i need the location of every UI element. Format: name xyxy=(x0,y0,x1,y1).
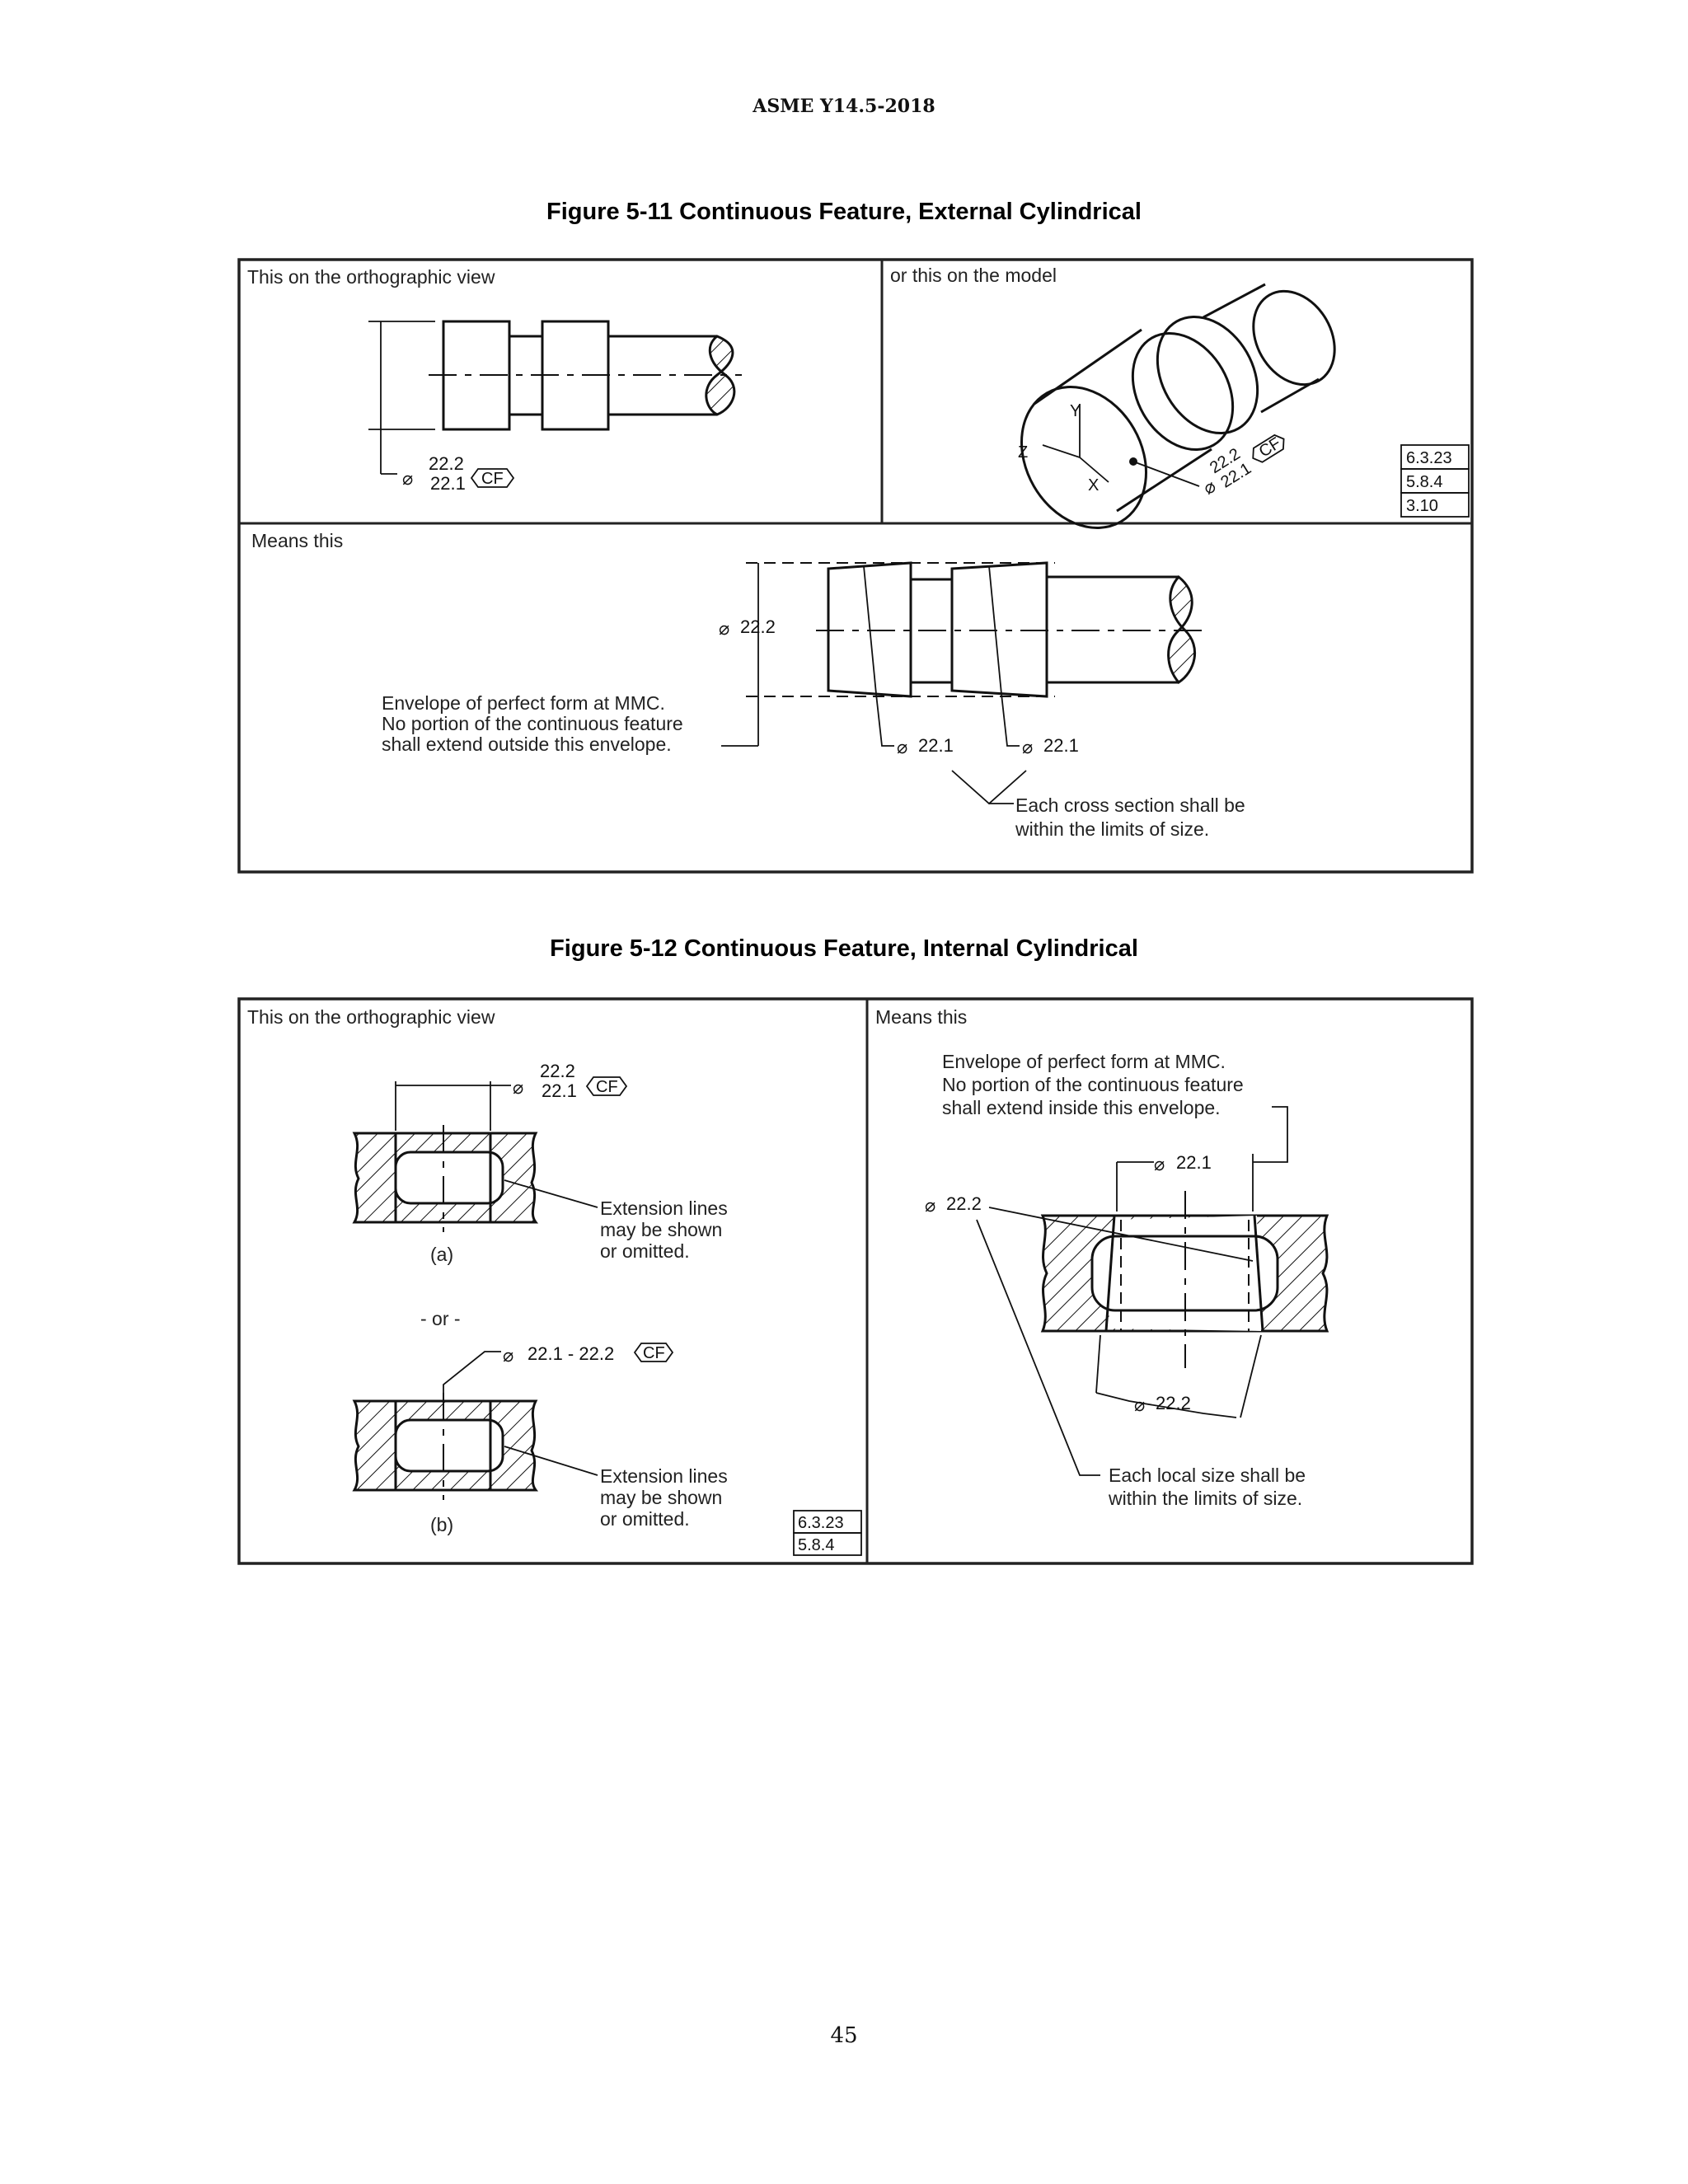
orthographic-view-label: This on the orthographic view xyxy=(247,266,495,288)
envelope-diameter-symbol: ⌀ xyxy=(719,618,729,639)
local-size-note-line-1: Each local size shall be xyxy=(1109,1465,1306,1486)
envelope-dim: 22.1 xyxy=(1176,1152,1212,1173)
axis-x-label: X xyxy=(1088,476,1099,494)
envelope-note-line-1: Envelope of perfect form at MMC. xyxy=(382,692,665,714)
envelope-dim: 22.2 xyxy=(740,616,776,637)
figure-5-12-refs: 6.3.23 5.8.4 xyxy=(793,1510,862,1556)
cf-symbol-a: CF xyxy=(585,1076,628,1096)
internal-hole-interpretation xyxy=(976,1106,1329,1476)
extension-note-b-line-3: or omitted. xyxy=(600,1508,690,1530)
svg-text:5.8.4: 5.8.4 xyxy=(1406,473,1442,491)
local-size-note-line-2: within the limits of size. xyxy=(1108,1488,1302,1509)
dim-upper-a: 22.2 xyxy=(540,1061,575,1081)
internal-hole-section-a xyxy=(352,1081,598,1232)
figure-5-12: This on the orthographic view Means this… xyxy=(237,997,1474,1565)
local-dim-bottom: 22.2 xyxy=(1156,1393,1191,1413)
caption-b: (b) xyxy=(430,1514,453,1535)
envelope-note-line-3: shall extend outside this envelope. xyxy=(382,733,672,755)
svg-text:CF: CF xyxy=(643,1344,665,1362)
or-separator: - or - xyxy=(420,1308,461,1329)
caption-a: (a) xyxy=(430,1244,453,1265)
figure-5-11: This on the orthographic view or this on… xyxy=(237,258,1474,874)
dim-lower: 22.1 xyxy=(430,473,466,494)
model-view-label: or this on the model xyxy=(890,265,1057,286)
envelope-note-line-3: shall extend inside this envelope. xyxy=(942,1097,1221,1118)
extension-note-b-line-2: may be shown xyxy=(600,1487,722,1508)
external-shaft-model xyxy=(1020,283,1336,529)
extension-note-a-line-3: or omitted. xyxy=(600,1240,690,1262)
figure-5-12-title: Figure 5-12 Continuous Feature, Internal… xyxy=(550,935,1138,962)
cross-section-note-line-2: within the limits of size. xyxy=(1015,818,1209,840)
svg-text:6.3.23: 6.3.23 xyxy=(1406,449,1452,467)
section-dim-left: 22.1 xyxy=(918,735,954,756)
section-diameter-symbol-right: ⌀ xyxy=(1022,737,1033,757)
cf-symbol: CF xyxy=(470,468,515,488)
figure-5-11-title: Figure 5-11 Continuous Feature, External… xyxy=(546,199,1142,225)
svg-text:6.3.23: 6.3.23 xyxy=(798,1514,844,1532)
local-diameter-symbol-bottom: ⌀ xyxy=(1134,1394,1145,1415)
means-this-label: Means this xyxy=(251,530,343,551)
document-header: ASME Y14.5-2018 xyxy=(753,96,935,117)
cf-symbol-b: CF xyxy=(633,1343,674,1362)
figure-5-12-frame xyxy=(237,997,1474,1565)
svg-text:5.8.4: 5.8.4 xyxy=(798,1536,834,1554)
diameter-symbol-b: ⌀ xyxy=(503,1345,513,1366)
diameter-symbol: ⌀ xyxy=(402,468,413,489)
svg-text:⌀: ⌀ xyxy=(1199,476,1219,499)
envelope-note-line-2: No portion of the continuous feature xyxy=(382,713,683,734)
axis-z-label: Z xyxy=(1018,443,1028,462)
section-dim-right: 22.1 xyxy=(1043,735,1079,756)
means-this-label: Means this xyxy=(875,1006,967,1028)
internal-hole-section-b xyxy=(352,1351,598,1500)
dim-lower-a: 22.1 xyxy=(542,1080,577,1101)
external-shaft-interpretation xyxy=(721,561,1203,805)
svg-text:3.10: 3.10 xyxy=(1406,497,1438,515)
local-diameter-symbol-left: ⌀ xyxy=(925,1195,935,1216)
extension-note-a-line-1: Extension lines xyxy=(600,1197,728,1219)
envelope-diameter-symbol: ⌀ xyxy=(1154,1154,1165,1174)
svg-text:CF: CF xyxy=(481,470,504,488)
local-dim-left: 22.2 xyxy=(946,1193,982,1214)
dim-upper: 22.2 xyxy=(429,453,464,474)
cross-section-note-line-1: Each cross section shall be xyxy=(1015,794,1245,816)
orthographic-view-label: This on the orthographic view xyxy=(247,1006,495,1028)
page-number: 45 xyxy=(830,2023,858,2048)
diameter-symbol-a: ⌀ xyxy=(513,1077,523,1098)
envelope-note-line-1: Envelope of perfect form at MMC. xyxy=(942,1051,1226,1072)
external-shaft-orthographic xyxy=(368,320,742,475)
range-dim-b: 22.1 - 22.2 xyxy=(528,1343,614,1364)
figure-5-11-frame xyxy=(237,258,1474,874)
section-diameter-symbol-left: ⌀ xyxy=(897,737,907,757)
model-dimension-callout: ⌀ 22.2 22.1 CF xyxy=(1199,434,1285,499)
svg-text:CF: CF xyxy=(596,1078,618,1096)
extension-note-a-line-2: may be shown xyxy=(600,1219,722,1240)
axis-y-label: Y xyxy=(1070,402,1081,420)
figure-5-11-refs: 6.3.23 5.8.4 3.10 xyxy=(1400,444,1470,518)
envelope-note-line-2: No portion of the continuous feature xyxy=(942,1074,1244,1095)
extension-note-b-line-1: Extension lines xyxy=(600,1465,728,1487)
